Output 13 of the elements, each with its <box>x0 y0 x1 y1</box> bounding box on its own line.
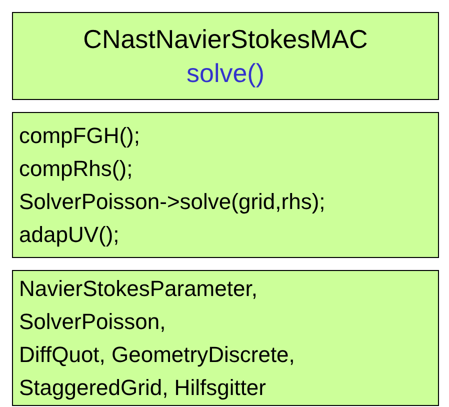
class-compartment <box>12 112 439 258</box>
dependency-text: NavierStokesParameter, <box>19 275 258 303</box>
dependency-text: StaggeredGrid, Hilfsgitter <box>19 374 266 402</box>
code-line: SolverPoisson->solve(grid,rhs); <box>19 188 326 216</box>
class-compartment <box>12 12 439 100</box>
class-name: CNastNavierStokesMAC <box>83 23 368 56</box>
dependency-text: DiffQuot, GeometryDiscrete, <box>19 341 295 369</box>
code-line: compFGH(); <box>19 122 140 150</box>
code-line: adapUV(); <box>19 221 120 249</box>
class-compartment <box>12 270 439 406</box>
method-name: solve() <box>186 57 264 90</box>
code-line: compRhs(); <box>19 155 133 183</box>
dependency-text: SolverPoisson, <box>19 308 166 336</box>
